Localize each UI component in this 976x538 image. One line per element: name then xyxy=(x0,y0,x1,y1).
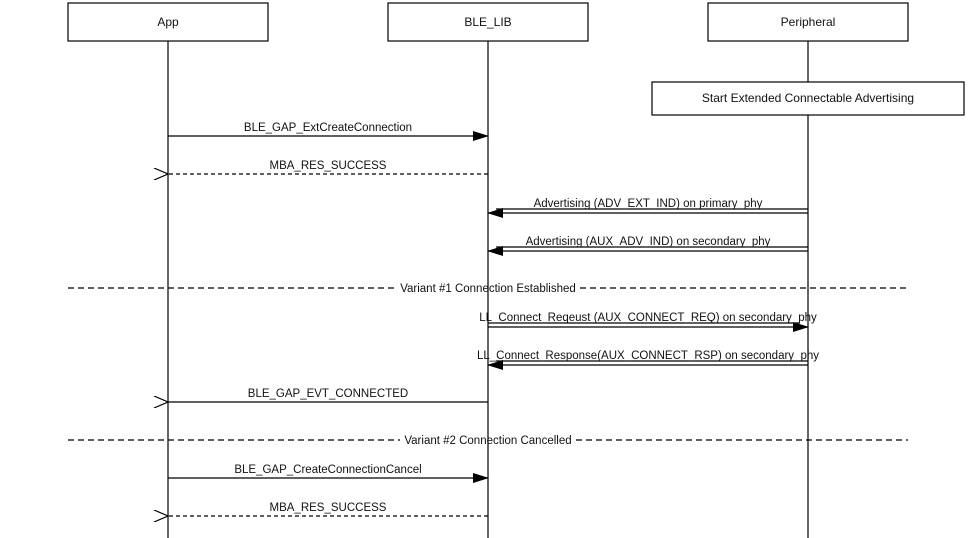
message-res-success-2: MBA_RES_SUCCESS xyxy=(168,502,488,516)
participant-app-label: App xyxy=(157,15,179,29)
message-label: Advertising (ADV_EXT_IND) on primary_phy xyxy=(534,198,763,210)
message-label: LL_Connect_Reqeust (AUX_CONNECT_REQ) on … xyxy=(479,312,817,324)
message-res-success-1: MBA_RES_SUCCESS xyxy=(168,160,488,174)
message-label: BLE_GAP_ExtCreateConnection xyxy=(244,122,412,134)
message-label: MBA_RES_SUCCESS xyxy=(270,160,387,172)
participant-peripheral-label: Peripheral xyxy=(781,15,836,29)
divider-label: Variant #1 Connection Established xyxy=(400,283,576,295)
message-evt-connected: BLE_GAP_EVT_CONNECTED xyxy=(168,388,488,402)
participant-peripheral: Peripheral xyxy=(707,2,909,42)
divider-variant-2: Variant #2 Connection Cancelled xyxy=(68,435,908,447)
message-label: Advertising (AUX_ADV_IND) on secondary_p… xyxy=(526,236,771,248)
divider-label: Variant #2 Connection Cancelled xyxy=(404,435,571,447)
message-aux-connect-rsp: LL_Connect_Response(AUX_CONNECT_RSP) on … xyxy=(477,350,819,370)
message-create-connection-cancel: BLE_GAP_CreateConnectionCancel xyxy=(168,464,489,483)
note-label: Start Extended Connectable Advertising xyxy=(702,91,914,105)
message-aux-adv-ind: Advertising (AUX_ADV_IND) on secondary_p… xyxy=(487,236,808,256)
message-aux-connect-req: LL_Connect_Reqeust (AUX_CONNECT_REQ) on … xyxy=(479,312,817,332)
message-ext-create-connection: BLE_GAP_ExtCreateConnection xyxy=(168,122,489,141)
message-adv-ext-ind: Advertising (ADV_EXT_IND) on primary_phy xyxy=(487,198,808,218)
message-label: MBA_RES_SUCCESS xyxy=(270,502,387,514)
message-label: LL_Connect_Response(AUX_CONNECT_RSP) on … xyxy=(477,350,819,362)
participant-app: App xyxy=(67,2,269,42)
divider-variant-1: Variant #1 Connection Established xyxy=(68,283,908,295)
participant-ble-lib: BLE_LIB xyxy=(387,2,589,42)
participant-ble-lib-label: BLE_LIB xyxy=(464,15,511,29)
message-label: BLE_GAP_EVT_CONNECTED xyxy=(248,388,408,400)
note-start-advertising: Start Extended Connectable Advertising xyxy=(651,81,965,116)
message-label: BLE_GAP_CreateConnectionCancel xyxy=(234,464,421,476)
